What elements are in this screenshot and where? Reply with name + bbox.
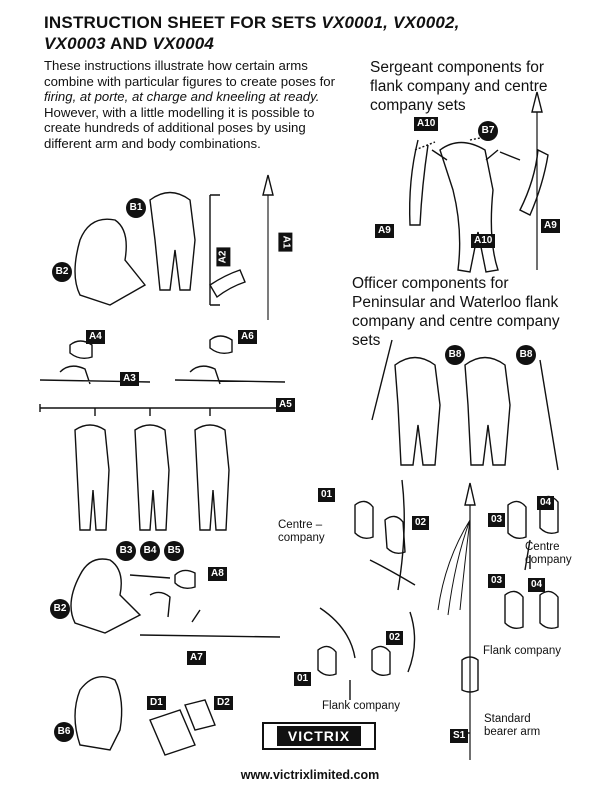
title-sets-a: VX0001, VX0002, xyxy=(321,13,460,32)
part-tag-b4: B4 xyxy=(140,541,160,561)
part-tag-a2: A2 xyxy=(216,247,231,267)
part-tag-b6: B6 xyxy=(54,722,74,742)
part-tag-a5: A5 xyxy=(276,398,295,412)
logo-text: VICTRIX xyxy=(276,726,362,746)
part-tag-s1: S1 xyxy=(450,729,469,743)
label-centre-company-left: Centre – company xyxy=(278,519,325,544)
part-tag-b7: B7 xyxy=(478,121,498,141)
part-tag-b1: B1 xyxy=(126,198,146,218)
officer-flank-figure xyxy=(394,356,441,466)
officer-centre-figure xyxy=(464,356,511,466)
intro-line2: However, with a little modelling it is p… xyxy=(44,104,315,151)
part-tag-01-flank: 01 xyxy=(294,672,312,686)
sergeant-heading: Sergeant components for flank company an… xyxy=(370,59,548,114)
website-url[interactable]: www.victrixlimited.com xyxy=(240,768,380,782)
label-flank-company-bottom: Flank company xyxy=(322,700,400,712)
title-and: AND xyxy=(105,34,153,53)
standing-figure-b4 xyxy=(134,424,170,531)
officer-heading: Officer components for Peninsular and Wa… xyxy=(352,275,560,349)
part-tag-02-flank: 02 xyxy=(386,631,404,645)
part-tag-a10-bottom: A10 xyxy=(471,234,496,248)
standing-figure-b6 xyxy=(74,676,123,751)
intro-line1: These instructions illustrate how certai… xyxy=(44,58,335,89)
kneeling-figure-2 xyxy=(70,558,142,634)
title-prefix: INSTRUCTION SHEET FOR SETS xyxy=(44,13,322,32)
part-tag-a7: A7 xyxy=(187,651,206,665)
label-flank-company-right: Flank company xyxy=(483,645,561,657)
part-tag-b8-right: B8 xyxy=(516,345,536,365)
part-tag-03-centre: 03 xyxy=(488,513,506,527)
part-tag-b2: B2 xyxy=(52,262,72,282)
part-tag-a1: A1 xyxy=(278,232,293,252)
label-centre-company-right: Centre company xyxy=(525,541,572,566)
part-tag-b3: B3 xyxy=(116,541,136,561)
part-tag-01-centre: 01 xyxy=(318,488,336,502)
part-tag-d1: D1 xyxy=(147,696,166,710)
label-standard-bearer-arm: Standard bearer arm xyxy=(484,713,541,738)
part-tag-a6: A6 xyxy=(238,330,257,344)
title-sets-c: VX0004 xyxy=(152,34,215,53)
kneeling-figure-1 xyxy=(74,218,147,306)
sergeant-body xyxy=(439,141,499,273)
part-tag-a4: A4 xyxy=(86,330,105,344)
standing-figure-b5 xyxy=(194,424,230,531)
part-tag-03-flank: 03 xyxy=(488,574,506,588)
part-tag-d2: D2 xyxy=(214,696,233,710)
part-tag-04-centre: 04 xyxy=(537,496,555,510)
standing-figure-b3 xyxy=(74,424,110,531)
standing-figure-1 xyxy=(149,191,196,291)
part-tag-a10-top: A10 xyxy=(414,117,439,131)
title-sets-b: VX0003 xyxy=(44,34,106,53)
part-tag-b2-second: B2 xyxy=(50,599,70,619)
intro-text: These instructions illustrate how certai… xyxy=(44,58,354,152)
part-tag-b5: B5 xyxy=(164,541,184,561)
part-tag-a8: A8 xyxy=(208,567,227,581)
victrix-logo: VICTRIX xyxy=(262,722,376,750)
sheet-title: INSTRUCTION SHEET FOR SETS VX0001, VX000… xyxy=(44,12,564,54)
part-tag-04-flank: 04 xyxy=(528,578,546,592)
part-tag-a9-right: A9 xyxy=(541,219,560,233)
part-tag-b8-left: B8 xyxy=(445,345,465,365)
intro-poses: firing, at porte, at charge and kneeling… xyxy=(44,89,320,105)
part-tag-a9-left: A9 xyxy=(375,224,394,238)
part-tag-02-centre: 02 xyxy=(412,516,430,530)
part-tag-a3: A3 xyxy=(120,372,139,386)
